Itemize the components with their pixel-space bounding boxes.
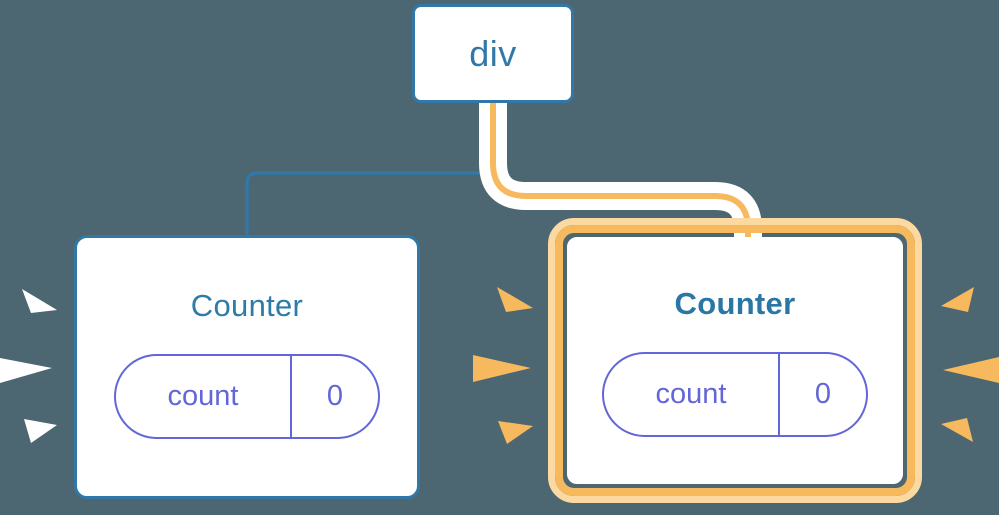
state-pill-right: count 0: [602, 352, 868, 437]
node-div[interactable]: div: [412, 4, 574, 103]
spark-icon: [24, 419, 57, 443]
node-counter-left[interactable]: Counter count 0: [74, 235, 420, 499]
state-pill-left-key: count: [116, 356, 292, 437]
spark-icon: [941, 287, 974, 312]
node-counter-right-title: Counter: [674, 286, 796, 321]
node-counter-right-highlight: Counter count 0: [548, 218, 922, 503]
spark-icon: [498, 421, 533, 444]
state-pill-right-value: 0: [814, 378, 832, 410]
spark-icon: [22, 289, 57, 313]
node-counter-left-title: Counter: [190, 288, 304, 323]
state-pill-left-value: 0: [326, 380, 344, 412]
spark-burst-right: [941, 287, 999, 442]
spark-burst-middle: [473, 287, 533, 444]
spark-icon: [0, 358, 52, 383]
spark-icon: [497, 287, 533, 312]
state-pill-left: count 0: [114, 354, 380, 439]
spark-icon: [473, 355, 531, 382]
state-pill-right-key: count: [604, 354, 780, 435]
spark-icon: [941, 418, 973, 442]
spark-icon: [943, 357, 999, 383]
edge-div-to-counter-right: [490, 103, 751, 250]
node-div-label: div: [469, 32, 517, 74]
node-counter-right-highlight-ring: [555, 225, 915, 496]
spark-burst-left: [0, 289, 57, 443]
node-counter-right[interactable]: Counter count 0: [567, 237, 903, 484]
